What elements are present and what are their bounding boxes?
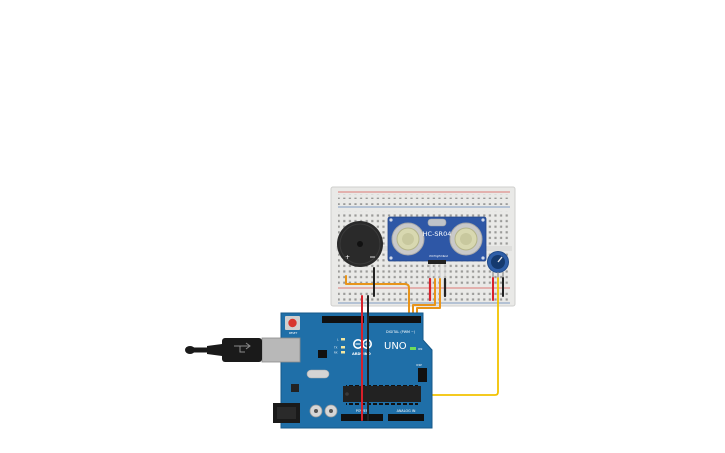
- potentiometer-indicator: [497, 256, 503, 263]
- led-on-label: ON: [418, 347, 422, 351]
- led-on: [410, 347, 416, 350]
- buzzer-hole: [357, 241, 363, 247]
- led-tx: [341, 346, 345, 349]
- icsp-label: ICSP: [416, 363, 422, 367]
- buzzer-rim: [339, 223, 381, 265]
- sensor-pin-header: [428, 260, 446, 264]
- sensor-mount-hole-bl: [389, 256, 393, 260]
- uno-label: UNO: [384, 341, 407, 352]
- usb-symbol-icon: [234, 342, 251, 353]
- led-rx: [341, 351, 345, 354]
- sensor-pin-legs: [429, 264, 446, 279]
- digital-label: DIGITAL (PWM ~): [386, 330, 416, 334]
- analog-header-pins: [388, 414, 424, 421]
- sensor-crystal: [427, 218, 447, 227]
- atmega-notch: [345, 392, 349, 396]
- icsp-header-usb: [318, 350, 327, 358]
- buzzer-plus-label: +: [345, 254, 350, 261]
- voltage-regulator: [291, 384, 299, 392]
- icsp-header: [418, 368, 427, 382]
- top-rail-holes-b: [338, 200, 510, 205]
- sensor-mount-hole-tr: [481, 218, 485, 222]
- sensor-pin-echo-label: Echo: [439, 255, 445, 258]
- sensor-pin-vcc-label: VCC: [429, 255, 434, 258]
- wire-buzzer-signal[interactable]: [345, 275, 410, 319]
- sensor-model-label: HC-SR04: [423, 230, 452, 238]
- analog-label: ANALOG IN: [397, 409, 416, 413]
- reset-button[interactable]: [288, 318, 297, 328]
- led-l-label: L: [337, 338, 339, 342]
- usb-port: [261, 337, 301, 363]
- led-rx-label: RX: [334, 351, 338, 355]
- sensor-pin-gnd-label: Gnd: [443, 255, 448, 258]
- sensor-mount-hole-br: [481, 256, 485, 260]
- top-rail-holes-a: [338, 194, 510, 199]
- usb-cable-end: [185, 346, 195, 354]
- sensor-receiver-center: [460, 233, 472, 245]
- digital-header-left-pins: [322, 316, 364, 323]
- crystal-oscillator: [306, 369, 330, 379]
- bottom-rail-holes-b: [338, 296, 510, 301]
- ultrasonic-sensor[interactable]: HC-SR04 VCC Trig Echo Gnd: [387, 216, 487, 279]
- sensor-mount-hole-tl: [389, 218, 393, 222]
- led-tx-label: TX: [334, 346, 338, 350]
- capacitor-1-top: [314, 409, 318, 413]
- sensor-transmitter-center: [402, 233, 414, 245]
- piezo-buzzer[interactable]: +: [337, 221, 383, 267]
- power-jack-inner: [277, 407, 296, 419]
- usb-strain-relief: [207, 344, 222, 356]
- arduino-uno[interactable]: RESET DIGITAL (PWM ~) UNO ARDUINO L TX R…: [273, 312, 433, 429]
- capacitor-2-top: [329, 409, 333, 413]
- atmega-chip: [343, 386, 421, 402]
- led-l: [341, 338, 345, 341]
- reset-label: RESET: [289, 331, 298, 335]
- wire-sensor-trig[interactable]: [412, 278, 436, 319]
- usb-connector[interactable]: [185, 337, 301, 363]
- digital-header-right-pins: [367, 316, 421, 323]
- usb-plug: [222, 338, 262, 362]
- bottom-rail-holes-a: [338, 290, 510, 295]
- sensor-pin-trig-label: Trig: [434, 255, 439, 258]
- potentiometer[interactable]: [487, 251, 509, 279]
